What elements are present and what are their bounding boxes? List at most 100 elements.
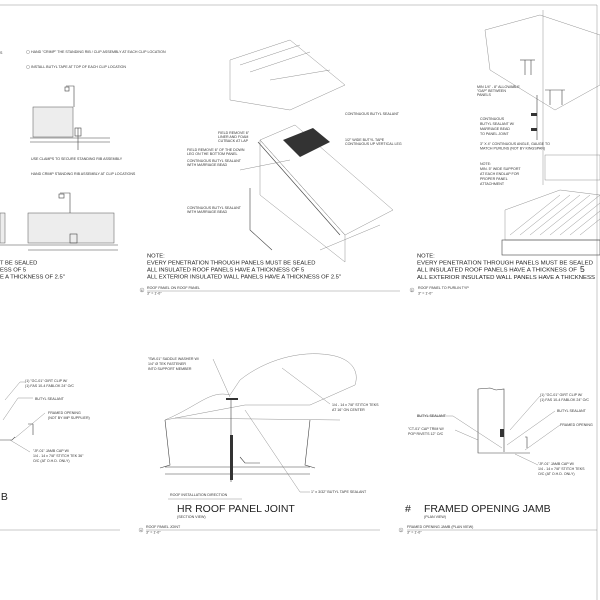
note-line: T BE SEALED	[0, 261, 37, 267]
step-1-text: HAND "CRIMP" THE STANDING RIB / CLIP ASS…	[31, 50, 166, 54]
detail-title-mark: #	[405, 503, 411, 515]
label-butyl-right: BUTYL SEALANT	[557, 409, 587, 413]
detail-caption: ROOF PANEL JOINT	[146, 525, 181, 529]
step-4-text: HAND CRIMP STANDING RIB ASSEMBLY AT CLIP…	[31, 172, 136, 176]
detail-title: HR ROOF PANEL JOINT	[177, 503, 295, 515]
label-butyl: BUTYL SEALANT	[35, 397, 65, 401]
label-field-remove-liner: FIELD REMOVE 6"	[218, 131, 250, 135]
tek-fastener	[230, 435, 233, 480]
detail-standing-rib-crimp: S HAND "CRIMP" THE STANDING RIB / CLIP A…	[0, 50, 166, 281]
label-jamb-cap: O/C (AT O.H.D. ONLY)	[538, 472, 575, 476]
label-sealant: TO PANEL JOINT	[480, 132, 509, 136]
label-field-remove-leg: FIELD REMOVE 6" OF THE DOWN	[187, 148, 245, 152]
note-title: NOTE:	[417, 254, 435, 260]
note-title: NOTE:	[147, 254, 165, 260]
detail-number: 6	[141, 288, 143, 292]
detail-number-bubble	[138, 527, 144, 533]
detail-roof-panel-on-roof-panel: CONTINUOUS BUTYL SEALANT FIELD REMOVE 6"…	[139, 39, 402, 296]
label-framed-opening: FRAMED OPENING	[560, 423, 593, 427]
detail-title: FRAMED OPENING JAMB	[424, 503, 551, 515]
label-support-note: ATTACHMENT	[480, 182, 505, 186]
step-3-text: USE CLAMPS TO SECURE STANDING RIB ASSEMB…	[31, 157, 123, 161]
label-girt-clip: (1) FAS 10-4 FABLOK 24" O/C	[25, 384, 74, 388]
detail-scale: 3" = 1'-0"	[147, 292, 162, 296]
detail-number-bubble	[139, 287, 145, 293]
label-gap: "GAP" BETWEEN	[477, 89, 506, 93]
detail-framed-opening-jamb: (1) "GC-01" GIRT CLIP W/ (1) FAS 10-4 FA…	[398, 387, 597, 535]
label-field-remove-leg: LEG ON THE BOTTOM PANEL	[187, 152, 238, 156]
label-cap-trim: POP RIVETS 12" O/C	[408, 432, 444, 436]
label-butyl-tape: 1/2" WIDE BUTYL TAPE	[345, 138, 385, 142]
label-girt-clip: (1) "GC-01" GIRT CLIP W/	[540, 393, 582, 397]
note-line: ALL INSULATED ROOF PANELS HAVE A THICKNE…	[417, 268, 577, 274]
label-sealant: BUTYL SEALANT W/	[480, 122, 514, 126]
label-girt-clip: (1) FAS 10-4 FABLOK 24" O/C	[540, 398, 589, 402]
label-angle: MATCH PURLINS (NOT BY KINGSPAN)	[480, 147, 545, 151]
label-jamb-cap: 1/4 - 14 x 7/8" STITCH TEK 36"	[33, 454, 84, 458]
label-sealant-mid: WITH MARRIAGE BEAD	[187, 163, 228, 167]
detail-hr-roof-panel-joint: "SW-01" SADDLE WASHER W/ 1/4" Ø TEK FAST…	[138, 353, 380, 535]
butyl-tape-hatch	[283, 128, 330, 157]
label-sealant-low: WITH MARRIAGE BEAD	[187, 210, 228, 214]
detail-subtitle: (SECTION VIEW)	[177, 515, 206, 519]
label-stitch-teks: AT 16" ON CENTER	[332, 408, 365, 412]
note-line: EVERY PENETRATION THROUGH PANELS MUST BE…	[417, 261, 593, 267]
panel-insulation	[27, 212, 115, 244]
label-jamb-cap: 1/4 - 14 x 7/8" STITCH TEKS	[538, 467, 585, 471]
label-jamb-cap: "JF-01" JAMB CAP W/	[538, 462, 574, 466]
detail-subtitle: (PLAN VIEW)	[424, 515, 446, 519]
label-framed-opening: (NOT BY IMP SUPPLIER)	[48, 416, 90, 420]
label-sealant-low: CONTINUOUS BUTYL SEALANT	[187, 206, 242, 210]
detail-scale: 3" = 1'-0"	[407, 531, 422, 535]
step-marker	[26, 65, 30, 69]
label-sealant: MARRIAGE BEAD	[480, 127, 510, 131]
label-saddle-washer: INTO SUPPORT MEMBER	[148, 367, 192, 371]
detail-caption: FRAMED OPENING JAMB (PLAN VIEW)	[407, 525, 473, 529]
step-marker	[26, 50, 30, 54]
saddle-washer	[226, 398, 238, 400]
ribs-hatch	[509, 194, 600, 236]
label-sealant-mid: CONTINUOUS BUTYL SEALANT	[187, 159, 242, 163]
label-girt-clip: (1) "GC-01" GIRT CLIP W/	[25, 379, 67, 383]
label-jamb-cap: O/C (AT O.H.D. ONLY)	[33, 459, 70, 463]
step-2-text: INSTALL BUTYL TAPE AT TOP OF EACH CLIP L…	[31, 65, 126, 69]
label-framed-opening: FRAMED OPENING	[48, 411, 81, 415]
detail-caption: ROOF PANEL ON ROOF PANEL	[147, 286, 200, 290]
detail-framed-opening-jamb-partial: (1) "GC-01" GIRT CLIP W/ (1) FAS 10-4 FA…	[0, 379, 120, 531]
note-line: EVERY PENETRATION THROUGH PANELS MUST BE…	[147, 261, 315, 267]
detail-number: 3	[400, 528, 402, 532]
label-butyl-left: BUTYL SEALANT	[417, 414, 447, 418]
label-support-note: NOTE:	[480, 162, 491, 166]
label-saddle-washer: "SW-01" SADDLE WASHER W/	[148, 357, 199, 361]
note-big-value: 5	[580, 264, 585, 274]
note-line: ALL INSULATED ROOF PANELS HAVE A THICKNE…	[147, 268, 304, 274]
panel-insulation	[32, 106, 74, 138]
label-installation-direction: ROOF INSTALLATION DIRECTION	[170, 493, 228, 497]
label-stitch-teks: 1/4 - 14 x 7/8" STITCH TEKS	[332, 403, 379, 407]
detail-number: 4	[140, 528, 142, 532]
label-butyl-tape: 1" x 3/32" BUTYL TAPE SEALANT	[311, 490, 367, 494]
note-line: ALL EXTERIOR INSULATED WALL PANELS HAVE …	[417, 275, 595, 281]
label-support-note: MIN. 5" WIDE SUPPORT	[480, 167, 521, 171]
detail-number: 5	[411, 288, 413, 292]
label-field-remove-liner: CUTBACK AT LAP	[218, 139, 249, 143]
detail-scale: 3" = 1'-0"	[418, 292, 433, 296]
label-angle: 3" X 4" CONTINUOUS ANGLE, GAUGE TO	[480, 142, 550, 146]
label-jamb-cap: "JF-01" JAMB CAP W/	[33, 449, 69, 453]
detail-caption: ROOF PANEL TO PURLIN TYP	[418, 286, 469, 290]
label-cap-trim: "CT-01" CAP TRIM W/	[408, 427, 444, 431]
label-saddle-washer: 1/4" Ø TEK FASTENER	[148, 362, 186, 366]
label-support-note: AT EACH ENDLAP FOR	[480, 172, 520, 176]
label-sealant: CONTINUOUS	[480, 117, 505, 121]
label-butyl-tape: CONTINUOUS UP VERTICAL LEG	[345, 142, 402, 146]
label-sealant-top: CONTINUOUS BUTYL SEALANT	[345, 112, 400, 116]
detail-scale: 3" = 1'-0"	[146, 531, 161, 535]
note-line: ESS OF 5	[0, 268, 26, 274]
label-support-note: PROPER PANEL	[480, 177, 508, 181]
detail-number-bubble	[398, 527, 404, 533]
cut-label: S	[0, 51, 3, 55]
note-line: E A THICKNESS OF 2.5"	[0, 275, 65, 281]
detail-roof-panel-to-purlin: MIN 1/4" - 8" ALLOWABLE "GAP" BETWEEN PA…	[409, 10, 600, 296]
label-field-remove-liner: LINER AND FOAM	[218, 135, 248, 139]
